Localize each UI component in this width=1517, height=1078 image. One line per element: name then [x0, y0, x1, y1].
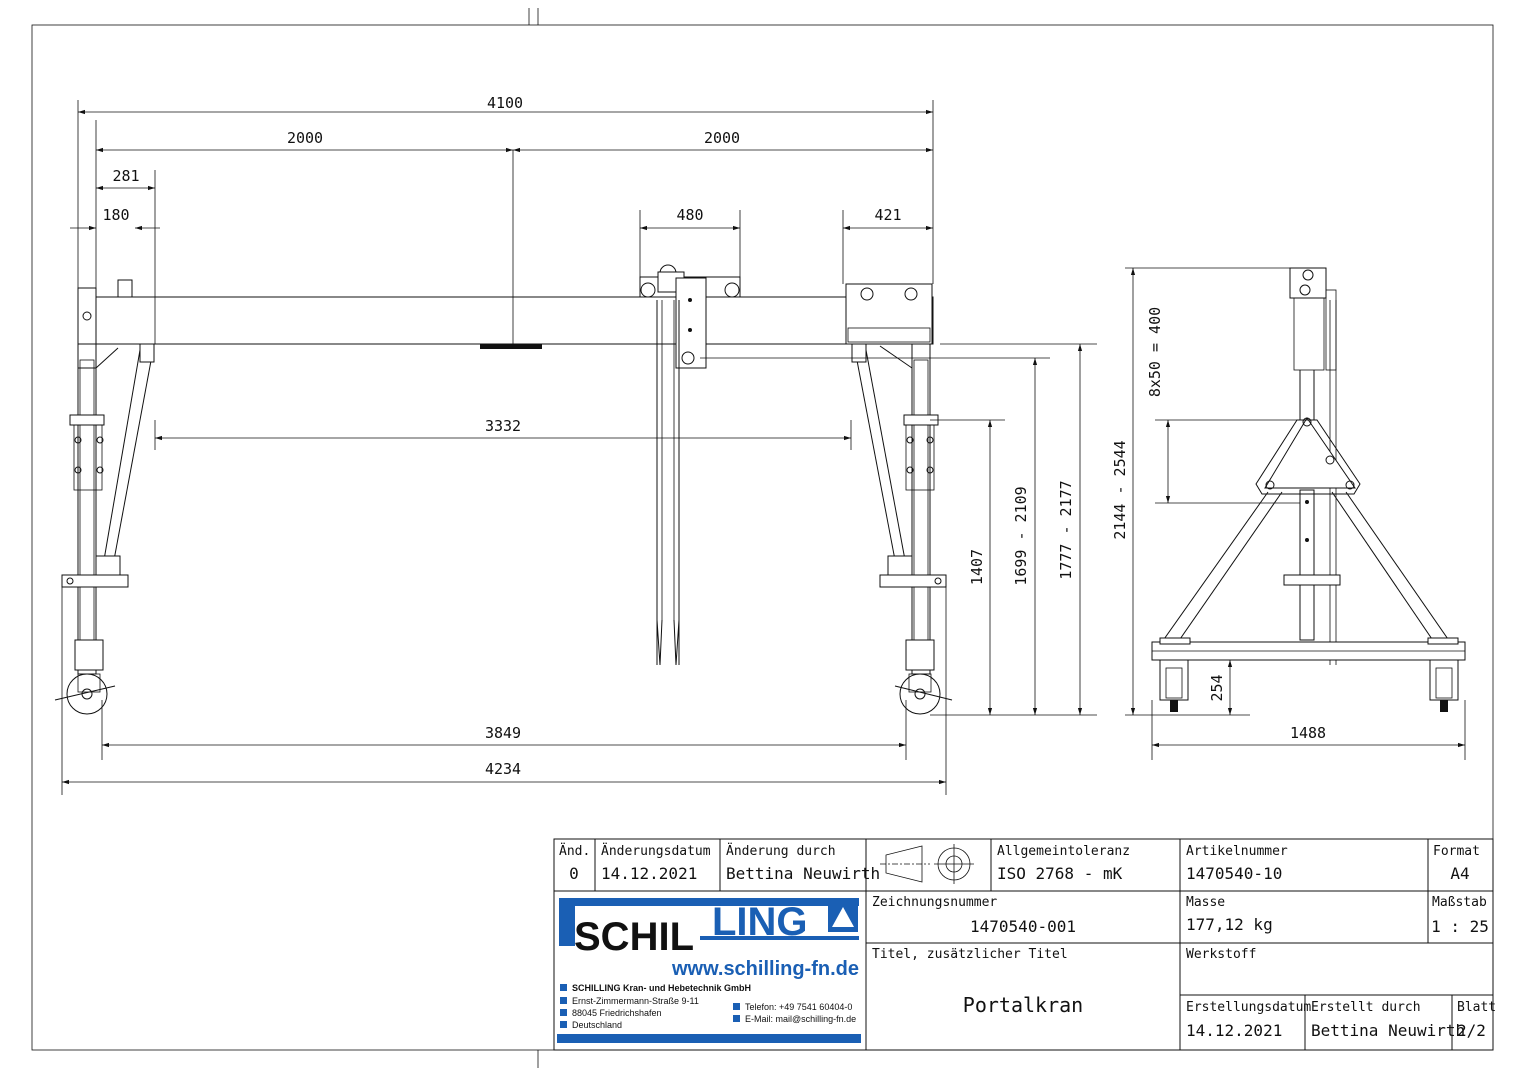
left-wheel	[66, 673, 108, 715]
company-street: Ernst-Zimmermann-Straße 9-11	[572, 996, 699, 1006]
side-leg-right	[1345, 491, 1451, 643]
tb-rev-value: 0	[569, 864, 579, 883]
tb-created-date-label: Erstellungsdatum	[1186, 1000, 1311, 1015]
tb-format-label: Format	[1433, 844, 1480, 859]
dim-inner-span: 3332	[485, 417, 521, 435]
dim-overall-width: 4100	[487, 94, 523, 112]
dim-height-1777-2177: 1777 - 2177	[1057, 480, 1075, 579]
dim-left-half: 2000	[287, 129, 323, 147]
tb-scale-value: 1 : 25	[1431, 917, 1489, 936]
tb-article-value: 1470540-10	[1186, 864, 1282, 883]
title-block: Änd. 0 Änderungsdatum 14.12.2021 Änderun…	[553, 838, 1496, 1051]
right-leg	[911, 343, 931, 675]
dim-180: 180	[102, 206, 129, 224]
front-view: 4100 2000 2000 281 180 480 421 3332 3849…	[54, 94, 1097, 795]
dim-height-1699-2109: 1699 - 2109	[1012, 486, 1030, 585]
tb-tolerance-label: Allgemeintoleranz	[997, 844, 1130, 859]
trolley-hoist	[639, 264, 741, 666]
right-carriage	[845, 283, 933, 345]
tb-rev-label: Änd.	[559, 843, 590, 859]
tb-change-date-label: Änderungsdatum	[601, 843, 711, 859]
tb-created-by-label: Erstellt durch	[1311, 1000, 1421, 1015]
tb-title-label: Titel, zusätzlicher Titel	[872, 947, 1068, 962]
tb-changed-by-value: Bettina Neuwirth	[726, 864, 880, 883]
dim-height-1407: 1407	[968, 549, 986, 585]
tb-format-value: A4	[1450, 864, 1469, 883]
dim-base-width: 1488	[1290, 724, 1326, 742]
company-website[interactable]: www.schilling-fn.de	[671, 958, 859, 980]
side-triangle-plate	[1264, 417, 1356, 489]
dim-base-height: 254	[1208, 674, 1226, 701]
tb-sheet-value: 2/2	[1457, 1021, 1486, 1040]
tb-scale-label: Maßstab	[1432, 895, 1487, 910]
left-brace	[103, 349, 141, 561]
left-leg	[77, 343, 97, 675]
dim-421: 421	[874, 206, 901, 224]
right-brace	[854, 349, 896, 561]
dim-wheel-span: 3849	[485, 724, 521, 742]
tb-mass-value: 177,12 kg	[1186, 915, 1273, 934]
tb-tolerance-value: ISO 2768 - mK	[997, 864, 1123, 883]
tb-material-label: Werkstoff	[1186, 947, 1256, 962]
projection-symbol-icon	[880, 844, 974, 884]
side-post	[1299, 489, 1315, 641]
tb-created-by-value: Bettina Neuwirth	[1311, 1021, 1465, 1040]
tb-change-date-value: 14.12.2021	[601, 864, 697, 883]
company-email[interactable]: E-Mail: mail@schilling-fn.de	[745, 1014, 856, 1024]
tb-article-label: Artikelnummer	[1186, 844, 1288, 859]
company-name: SCHILLING Kran- und Hebetechnik GmbH	[572, 983, 751, 993]
main-girder	[77, 296, 934, 345]
company-address: SCHILLING Kran- und Hebetechnik GmbH Ern…	[557, 983, 861, 1043]
company-country: Deutschland	[572, 1020, 622, 1030]
drawing-frame	[31, 24, 1494, 1051]
tb-sheet-label: Blatt	[1457, 1000, 1496, 1015]
side-view: 2144 - 2544 8x50 = 400 254 1488	[1111, 267, 1466, 760]
company-city: 88045 Friedrichshafen	[572, 1008, 662, 1018]
tb-title-value: Portalkran	[963, 993, 1083, 1017]
dim-outer-span: 4234	[485, 760, 521, 778]
tb-mass-label: Masse	[1186, 895, 1225, 910]
dim-total-height: 2144 - 2544	[1111, 440, 1129, 539]
company-phone: Telefon: +49 7541 60404-0	[745, 1002, 852, 1012]
tb-drawing-no-label: Zeichnungsnummer	[872, 895, 997, 910]
tb-changed-by-label: Änderung durch	[726, 843, 836, 859]
logo-text-schil: SCHIL	[574, 915, 694, 959]
tb-drawing-no-value: 1470540-001	[970, 917, 1076, 936]
company-logo: SCHIL LING www.schilling-fn.de	[559, 898, 859, 980]
dim-adjust-steps: 8x50 = 400	[1146, 307, 1164, 397]
dim-281: 281	[112, 167, 139, 185]
dim-right-half: 2000	[704, 129, 740, 147]
tb-created-date-value: 14.12.2021	[1186, 1021, 1282, 1040]
side-leg-left	[1161, 491, 1269, 643]
dim-trolley-width: 480	[676, 206, 703, 224]
